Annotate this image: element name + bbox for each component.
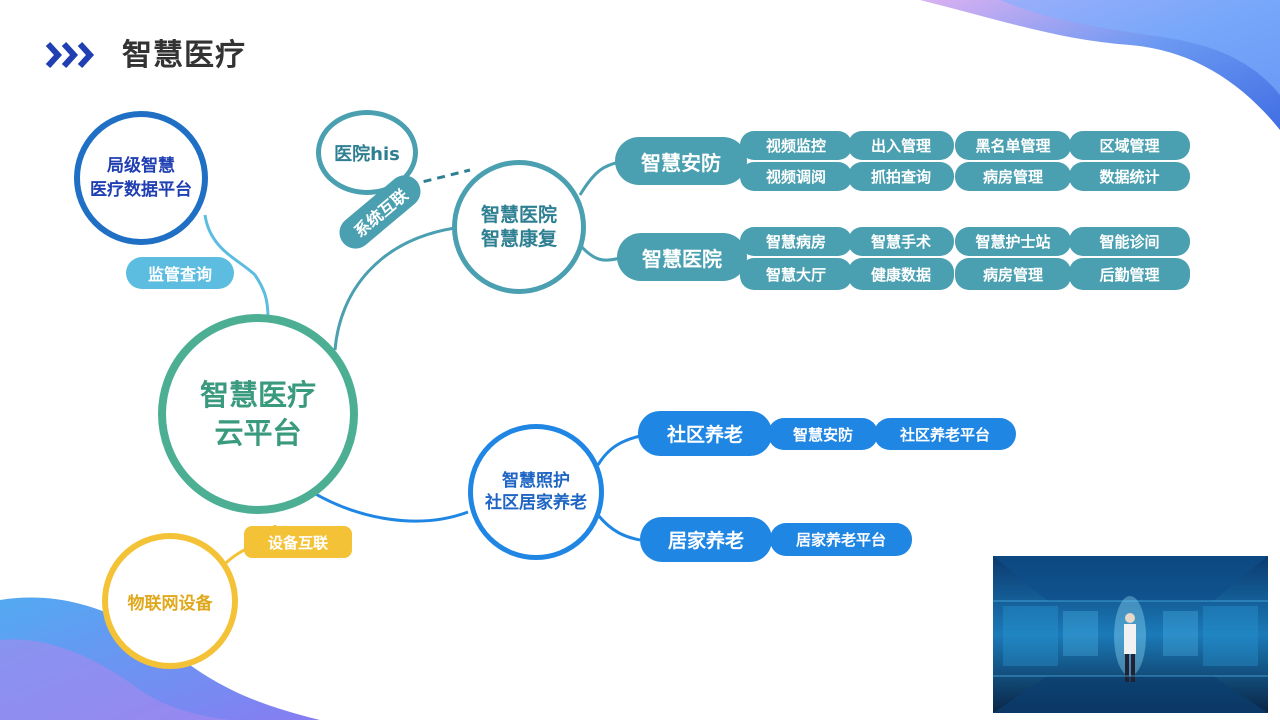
iot-label: 物联网设备 [127,593,213,614]
home-elderly-node: 居家养老 [640,517,772,562]
iot-devices-node: 物联网设备 [102,533,238,669]
chevron-right-icon [45,41,95,69]
hospital-line1: 智慧医院 [480,204,557,226]
smart-medical-cloud-platform-node: 智慧医疗 云平台 [158,314,358,514]
device-interconnect-link: 设备互联 [244,526,352,558]
security-item: 视频调阅 [740,162,852,191]
smart-security-node: 智慧安防 [615,137,747,185]
hospital-line2: 智慧康复 [480,228,557,250]
care-line1: 智慧照护 [502,471,570,491]
hospital-item: 病房管理 [955,258,1071,290]
security-item: 病房管理 [955,162,1071,191]
hospital-item: 后勤管理 [1069,258,1190,290]
security-item: 抓拍查询 [848,162,954,191]
smart-hospital-node: 智慧医院 [617,233,747,281]
supervision-query-link: 监管查询 [126,257,234,289]
community-item: 社区养老平台 [874,418,1016,450]
home-item: 居家养老平台 [770,523,912,556]
security-item: 视频监控 [740,131,852,160]
community-item: 智慧安防 [768,418,878,450]
hospital-item: 健康数据 [848,258,954,290]
hospital-his-node: 医院his [316,110,418,195]
hospital-item: 智慧大厅 [740,258,852,290]
hospital-item: 智慧病房 [740,227,852,256]
smart-hospital-rehab-node: 智慧医院 智慧康复 [452,160,586,294]
bureau-data-platform-node: 局级智慧 医疗数据平台 [74,111,208,245]
his-label: 医院his [334,143,400,165]
security-item: 数据统计 [1069,162,1190,191]
medical-hologram-image [993,556,1268,713]
bureau-line1: 局级智慧 [107,156,175,176]
medical-tech-illustration [993,556,1268,713]
care-line2: 社区居家养老 [485,493,587,513]
bureau-line2: 医疗数据平台 [90,180,192,200]
hospital-item: 智能诊间 [1069,227,1190,256]
community-elderly-node: 社区养老 [638,411,772,456]
hospital-item: 智慧手术 [848,227,954,256]
security-item: 区域管理 [1069,131,1190,160]
smart-care-elderly-node: 智慧照护 社区居家养老 [468,424,604,560]
security-item: 黑名单管理 [955,131,1071,160]
security-item: 出入管理 [848,131,954,160]
center-line2: 云平台 [214,416,302,450]
hospital-item: 智慧护士站 [955,227,1071,256]
page-title: 智慧医疗 [122,38,246,73]
center-line1: 智慧医疗 [199,378,316,412]
